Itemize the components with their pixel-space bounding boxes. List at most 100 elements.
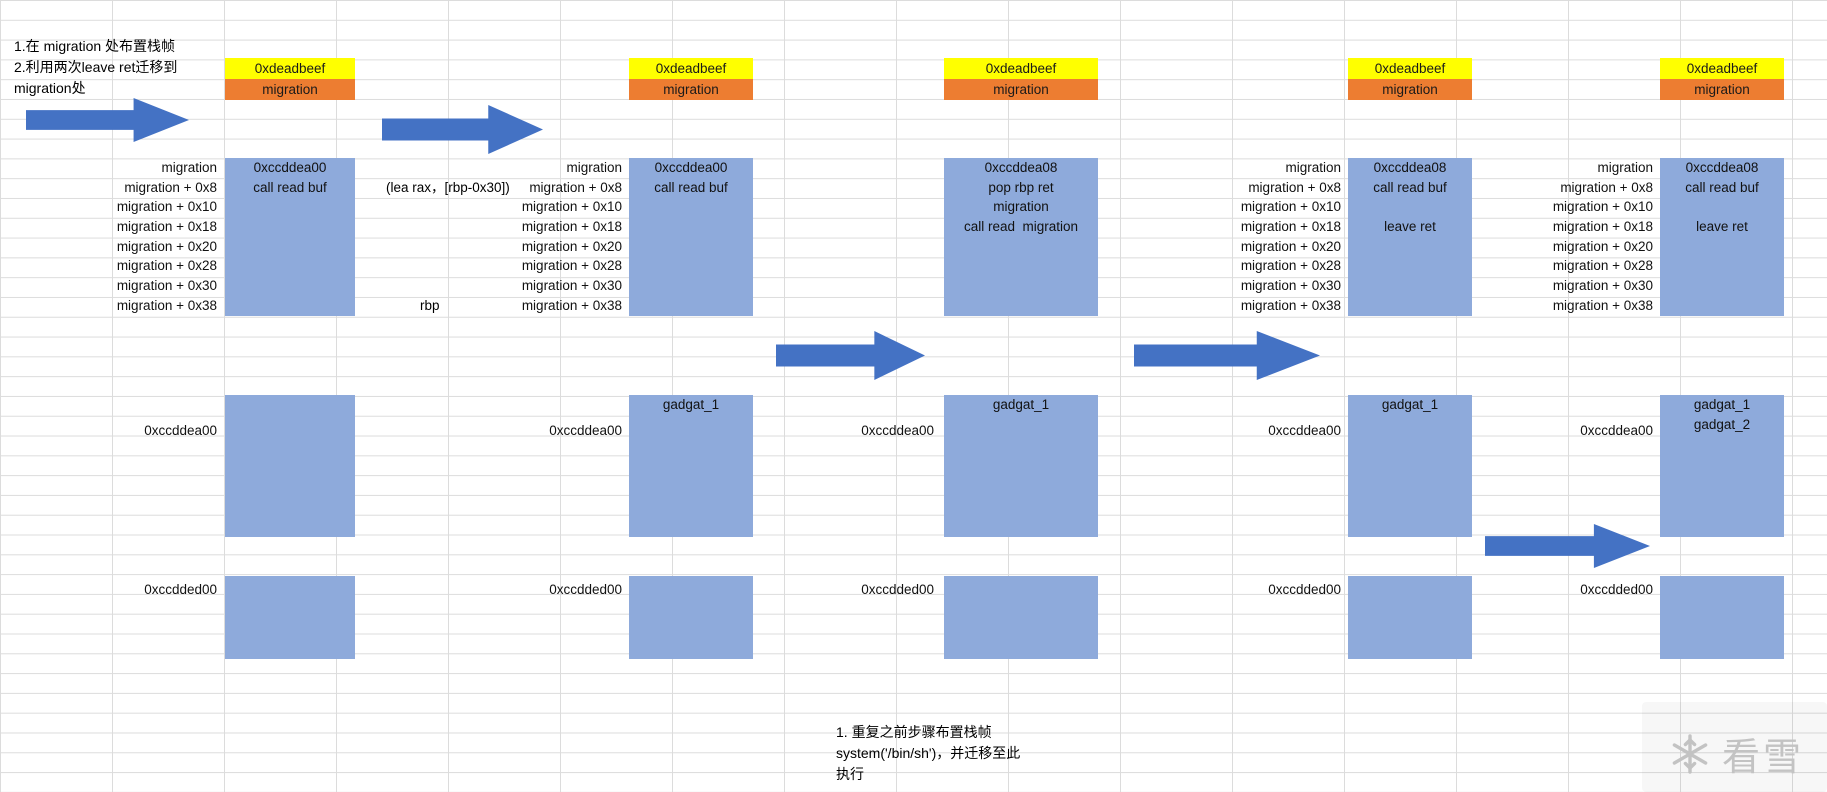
offset-label: migration + 0x10 xyxy=(116,199,217,215)
stack-line: 0xccddea00 xyxy=(654,160,728,175)
watermark-backdrop xyxy=(1642,702,1827,792)
offset-label-column-5: migration migration + 0x8 migration + 0x… xyxy=(1483,158,1657,315)
flow-arrow-5[interactable] xyxy=(1485,524,1650,568)
offset-label: migration + 0x30 xyxy=(1240,277,1341,293)
buffer-box-3[interactable] xyxy=(944,576,1098,659)
annotation-final-line-2: system('/bin/sh')，并迁移至此 xyxy=(836,745,1021,761)
stack-line: 0xccddea00 xyxy=(253,160,327,175)
stack-line: call read migration xyxy=(963,219,1079,235)
flow-arrow-2[interactable] xyxy=(382,105,543,154)
gadget-box-1[interactable] xyxy=(225,395,355,537)
stack-frame-box-4[interactable]: 0xccddea08 call read buf leave ret xyxy=(1348,158,1472,316)
gadget-box-2[interactable]: gadgat_1 xyxy=(629,395,753,537)
annotation-line-1: 1.在 migration 处布置栈帧 xyxy=(14,38,176,54)
offset-label-column-1: migration migration + 0x8 migration + 0x… xyxy=(47,158,221,315)
offset-label-column-2: migration migration + 0x8 migration + 0x… xyxy=(452,158,626,315)
deadbeef-cell-2[interactable]: 0xdeadbeef xyxy=(629,58,753,79)
migration-cell-2[interactable]: migration xyxy=(629,79,753,100)
offset-label: migration + 0x30 xyxy=(1552,277,1653,293)
stack-frame-box-2[interactable]: 0xccddea00 call read buf xyxy=(629,158,753,316)
annotation-line-2: 2.利用两次leave ret迁移到 xyxy=(14,59,178,75)
migration-cell-3[interactable]: migration xyxy=(944,79,1098,100)
stack-line: call read buf xyxy=(1373,179,1447,195)
gadget-line: gadgat_1 xyxy=(992,397,1050,412)
mid-address-label-3: 0xccddea00 xyxy=(861,423,934,438)
deadbeef-cell-3[interactable]: 0xdeadbeef xyxy=(944,58,1098,79)
offset-label: migration + 0x18 xyxy=(1552,218,1653,234)
stack-line: migration xyxy=(993,199,1049,215)
stack-frame-box-1[interactable]: 0xccddea00 call read buf xyxy=(225,158,355,316)
stack-frame-box-3[interactable]: 0xccddea08 pop rbp ret migration call re… xyxy=(944,158,1098,316)
offset-label: migration + 0x10 xyxy=(1240,199,1341,215)
mid-address-label-1: 0xccddea00 xyxy=(144,423,217,438)
flow-arrow-1[interactable] xyxy=(26,98,189,142)
migration-cell-1[interactable]: migration xyxy=(225,79,355,100)
offset-label: migration + 0x20 xyxy=(116,238,217,254)
offset-label: migration + 0x28 xyxy=(1552,258,1653,274)
offset-label: migration + 0x38 xyxy=(1240,297,1341,313)
deadbeef-cell-5[interactable]: 0xdeadbeef xyxy=(1660,58,1784,79)
offset-label-column-4: migration migration + 0x8 migration + 0x… xyxy=(1171,158,1345,315)
offset-label: migration + 0x10 xyxy=(1552,199,1653,215)
annotation-final-line-3: 执行 xyxy=(836,766,864,782)
offset-label: migration + 0x8 xyxy=(124,179,217,195)
low-address-label-5: 0xccdded00 xyxy=(1580,582,1653,597)
stack-line xyxy=(1348,197,1472,217)
stack-line xyxy=(1660,197,1784,217)
annotation-final: 1. 重复之前步骤布置栈帧 system('/bin/sh')，并迁移至此 执行 xyxy=(836,722,1020,785)
stack-line: call read buf xyxy=(253,179,327,195)
low-address-label-4: 0xccdded00 xyxy=(1268,582,1341,597)
mid-address-label-5: 0xccddea00 xyxy=(1580,423,1653,438)
buffer-box-1[interactable] xyxy=(225,576,355,659)
stack-line: call read buf xyxy=(654,179,728,195)
snowflake-icon xyxy=(1672,733,1708,774)
annotation-line-3: migration处 xyxy=(14,80,86,96)
gadget-line: gadgat_1 xyxy=(662,397,720,412)
offset-label: migration + 0x20 xyxy=(521,238,622,254)
offset-label: migration + 0x18 xyxy=(116,218,217,234)
migration-cell-5[interactable]: migration xyxy=(1660,79,1784,100)
buffer-box-5[interactable] xyxy=(1660,576,1784,659)
annotation-final-line-1: 1. 重复之前步骤布置栈帧 xyxy=(836,724,992,740)
stack-frame-box-5[interactable]: 0xccddea08 call read buf leave ret xyxy=(1660,158,1784,316)
stack-line: 0xccddea08 xyxy=(1685,160,1759,175)
stack-line: 0xccddea08 xyxy=(984,160,1058,175)
offset-label: migration + 0x8 xyxy=(529,179,622,195)
offset-label: migration + 0x20 xyxy=(1552,238,1653,254)
offset-label: migration xyxy=(161,160,217,175)
gadget-line: gadgat_1 xyxy=(1381,397,1439,412)
offset-label: migration xyxy=(566,160,622,175)
migration-cell-4[interactable]: migration xyxy=(1348,79,1472,100)
annotation-steps: 1.在 migration 处布置栈帧 2.利用两次leave ret迁移到 m… xyxy=(14,36,177,99)
flow-arrow-3[interactable] xyxy=(776,331,925,380)
offset-label: migration + 0x28 xyxy=(1240,258,1341,274)
low-address-label-2: 0xccdded00 xyxy=(549,582,622,597)
stack-line: call read buf xyxy=(1685,179,1759,195)
gadget-box-4[interactable]: gadgat_1 xyxy=(1348,395,1472,537)
offset-label: migration + 0x8 xyxy=(1560,179,1653,195)
gadget-box-3[interactable]: gadgat_1 xyxy=(944,395,1098,537)
offset-label: migration + 0x38 xyxy=(1552,297,1653,313)
buffer-box-2[interactable] xyxy=(629,576,753,659)
flow-arrow-4[interactable] xyxy=(1134,331,1320,380)
deadbeef-cell-4[interactable]: 0xdeadbeef xyxy=(1348,58,1472,79)
offset-label: migration + 0x38 xyxy=(521,297,622,313)
gadget-line: gadgat_2 xyxy=(1693,416,1751,432)
buffer-box-4[interactable] xyxy=(1348,576,1472,659)
annotation-lea: (lea rax，[rbp-0x30]) xyxy=(386,180,510,195)
offset-label: migration xyxy=(1285,160,1341,175)
mid-address-label-4: 0xccddea00 xyxy=(1268,423,1341,438)
low-address-label-1: 0xccdded00 xyxy=(144,582,217,597)
stack-line: leave ret xyxy=(1696,219,1748,235)
low-address-label-3: 0xccdded00 xyxy=(861,582,934,597)
offset-label: migration + 0x38 xyxy=(116,297,217,313)
offset-label: migration + 0x28 xyxy=(521,258,622,274)
offset-label: migration + 0x18 xyxy=(521,218,622,234)
offset-label: migration + 0x30 xyxy=(116,277,217,293)
stack-line: 0xccddea08 xyxy=(1373,160,1447,175)
offset-label: migration + 0x30 xyxy=(521,277,622,293)
offset-label: migration + 0x18 xyxy=(1240,218,1341,234)
gadget-box-5[interactable]: gadgat_1 gadgat_2 xyxy=(1660,395,1784,537)
deadbeef-cell-1[interactable]: 0xdeadbeef xyxy=(225,58,355,79)
